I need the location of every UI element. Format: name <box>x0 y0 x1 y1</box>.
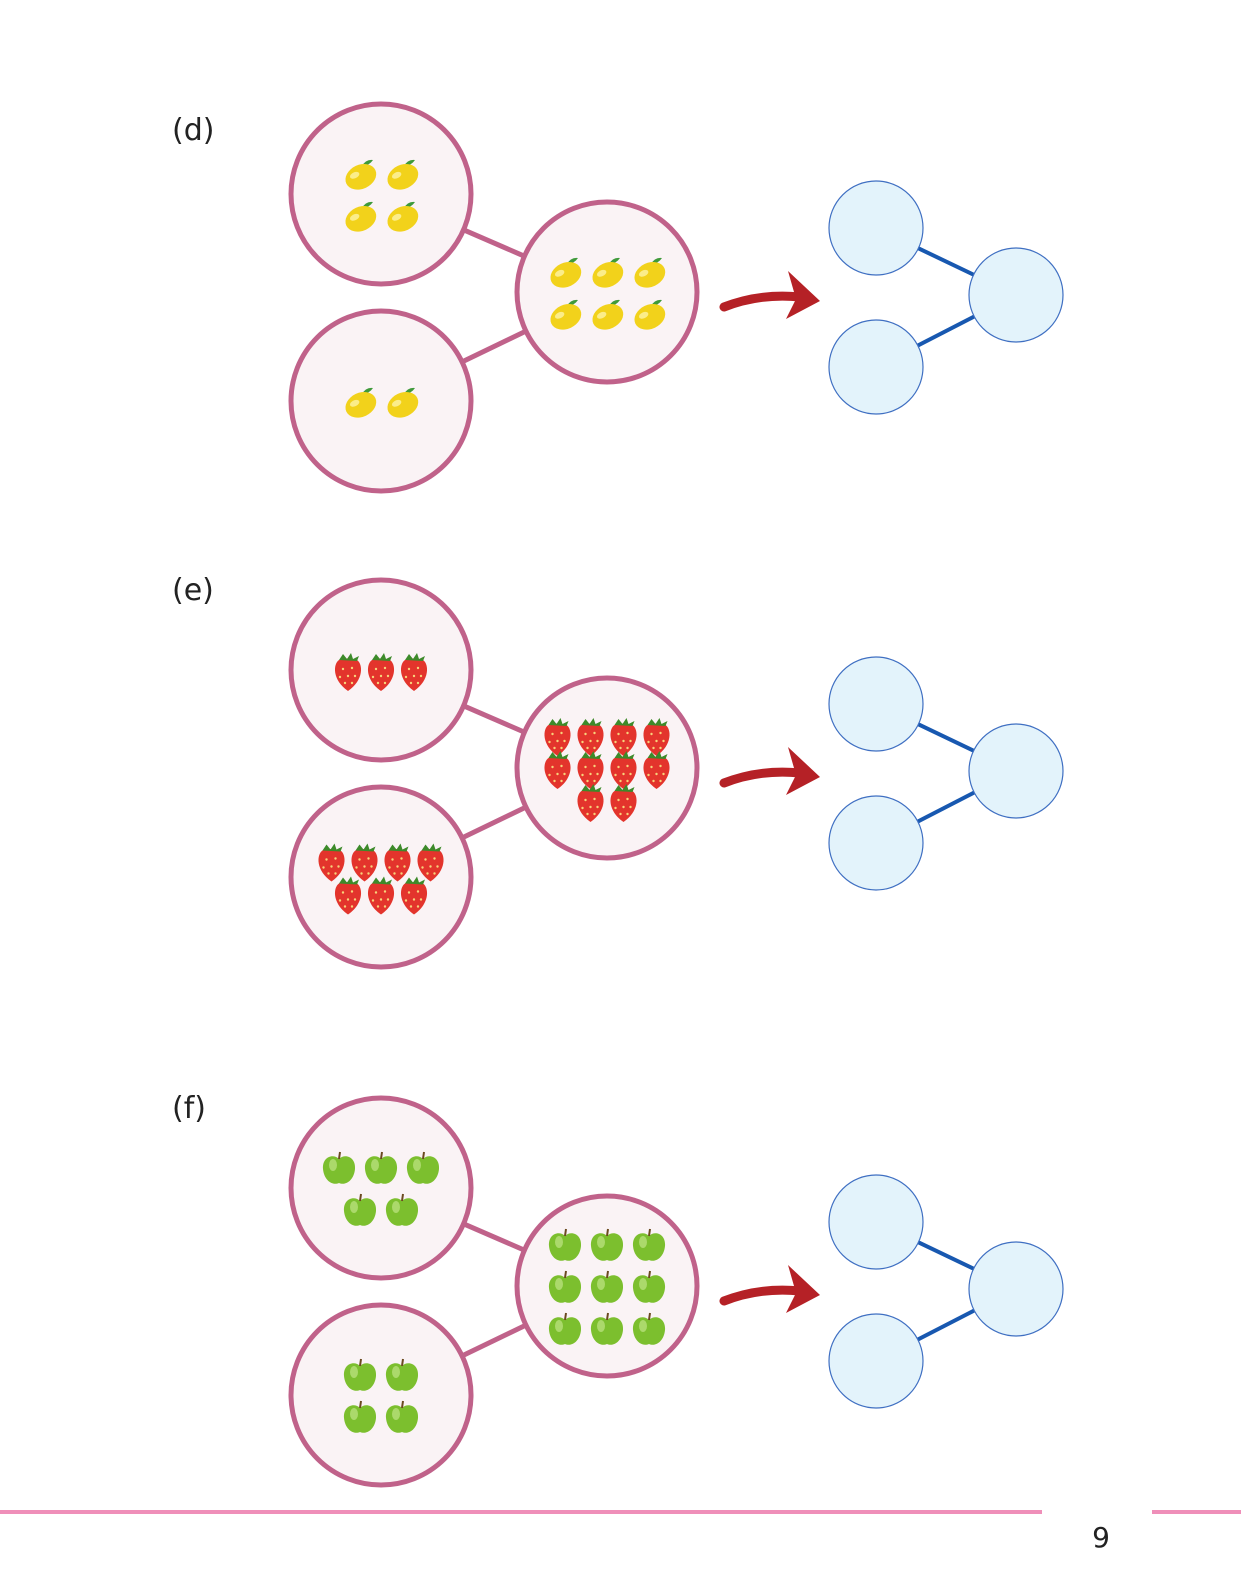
strawberry-icon <box>318 843 345 882</box>
part-circle-top <box>288 101 474 287</box>
strawberry-icon <box>577 718 604 756</box>
green-apple-icon <box>364 1151 398 1184</box>
arrow-right-icon <box>719 747 820 795</box>
answer-bond <box>828 656 1064 891</box>
part-circle-top <box>288 1095 474 1281</box>
lemon-icon <box>550 257 582 288</box>
lemon-icon <box>634 257 666 288</box>
arrow-right-icon <box>719 1265 820 1313</box>
green-apple-icon <box>548 1270 582 1303</box>
strawberry-icon <box>577 751 604 789</box>
green-apple-icon <box>385 1400 419 1433</box>
answer-whole <box>968 723 1064 819</box>
problem-label-d: (d) <box>172 113 215 148</box>
strawberry-icon <box>610 751 637 789</box>
lemon-icon <box>592 257 624 288</box>
strawberry-icon <box>544 718 571 756</box>
answer-whole <box>968 247 1064 343</box>
green-apple-icon <box>385 1358 419 1391</box>
green-apple-icon <box>406 1151 440 1184</box>
lemon-icon <box>550 299 582 330</box>
green-apple-icon <box>590 1312 624 1345</box>
whole-circle <box>514 675 700 861</box>
strawberry-icon <box>367 653 395 691</box>
problem-label-f: (f) <box>172 1091 206 1126</box>
arrow-right-icon <box>719 271 820 319</box>
problem-e <box>288 577 1064 970</box>
lemon-icon <box>387 201 419 232</box>
problem-d <box>288 101 1064 494</box>
answer-part-top <box>828 180 924 276</box>
answer-whole <box>968 1241 1064 1337</box>
green-apple-icon <box>343 1358 377 1391</box>
green-apple-icon <box>548 1312 582 1345</box>
strawberry-icon <box>400 876 428 915</box>
part-circle-bottom <box>288 784 474 970</box>
strawberry-icon <box>334 876 362 915</box>
strawberry-icon <box>610 784 637 822</box>
whole-circle <box>514 199 700 385</box>
green-apple-icon <box>343 1400 377 1433</box>
strawberry-icon <box>417 843 444 882</box>
page-number: 9 <box>1092 1521 1110 1554</box>
strawberry-icon <box>384 843 411 882</box>
strawberry-icon <box>610 718 637 756</box>
green-apple-icon <box>590 1270 624 1303</box>
answer-part-bottom <box>828 1313 924 1409</box>
green-apple-icon <box>590 1228 624 1261</box>
answer-part-bottom <box>828 795 924 891</box>
part-circle-bottom <box>288 1302 474 1488</box>
lemon-icon <box>387 159 419 190</box>
green-apple-icon <box>632 1270 666 1303</box>
problem-f <box>288 1095 1064 1488</box>
strawberry-icon <box>334 653 362 691</box>
strawberry-icon <box>400 653 428 691</box>
green-apple-icon <box>632 1228 666 1261</box>
lemon-icon <box>345 159 377 190</box>
green-apple-icon <box>548 1228 582 1261</box>
lemon-icon <box>345 201 377 232</box>
strawberry-icon <box>643 751 670 789</box>
answer-bond <box>828 1174 1064 1409</box>
green-apple-icon <box>385 1193 419 1226</box>
strawberry-icon <box>577 784 604 822</box>
part-circle-bottom <box>288 308 474 494</box>
green-apple-icon <box>343 1193 377 1226</box>
green-apple-icon <box>632 1312 666 1345</box>
strawberry-icon <box>643 718 670 756</box>
green-apple-icon <box>322 1151 356 1184</box>
strawberry-icon <box>367 876 395 915</box>
lemon-icon <box>592 299 624 330</box>
problem-label-e: (e) <box>172 573 214 608</box>
answer-part-top <box>828 656 924 752</box>
answer-bond <box>828 180 1064 415</box>
answer-part-top <box>828 1174 924 1270</box>
answer-part-bottom <box>828 319 924 415</box>
lemon-icon <box>387 387 419 418</box>
lemon-icon <box>345 387 377 418</box>
strawberry-icon <box>544 751 571 789</box>
lemon-icon <box>634 299 666 330</box>
strawberry-icon <box>351 843 378 882</box>
